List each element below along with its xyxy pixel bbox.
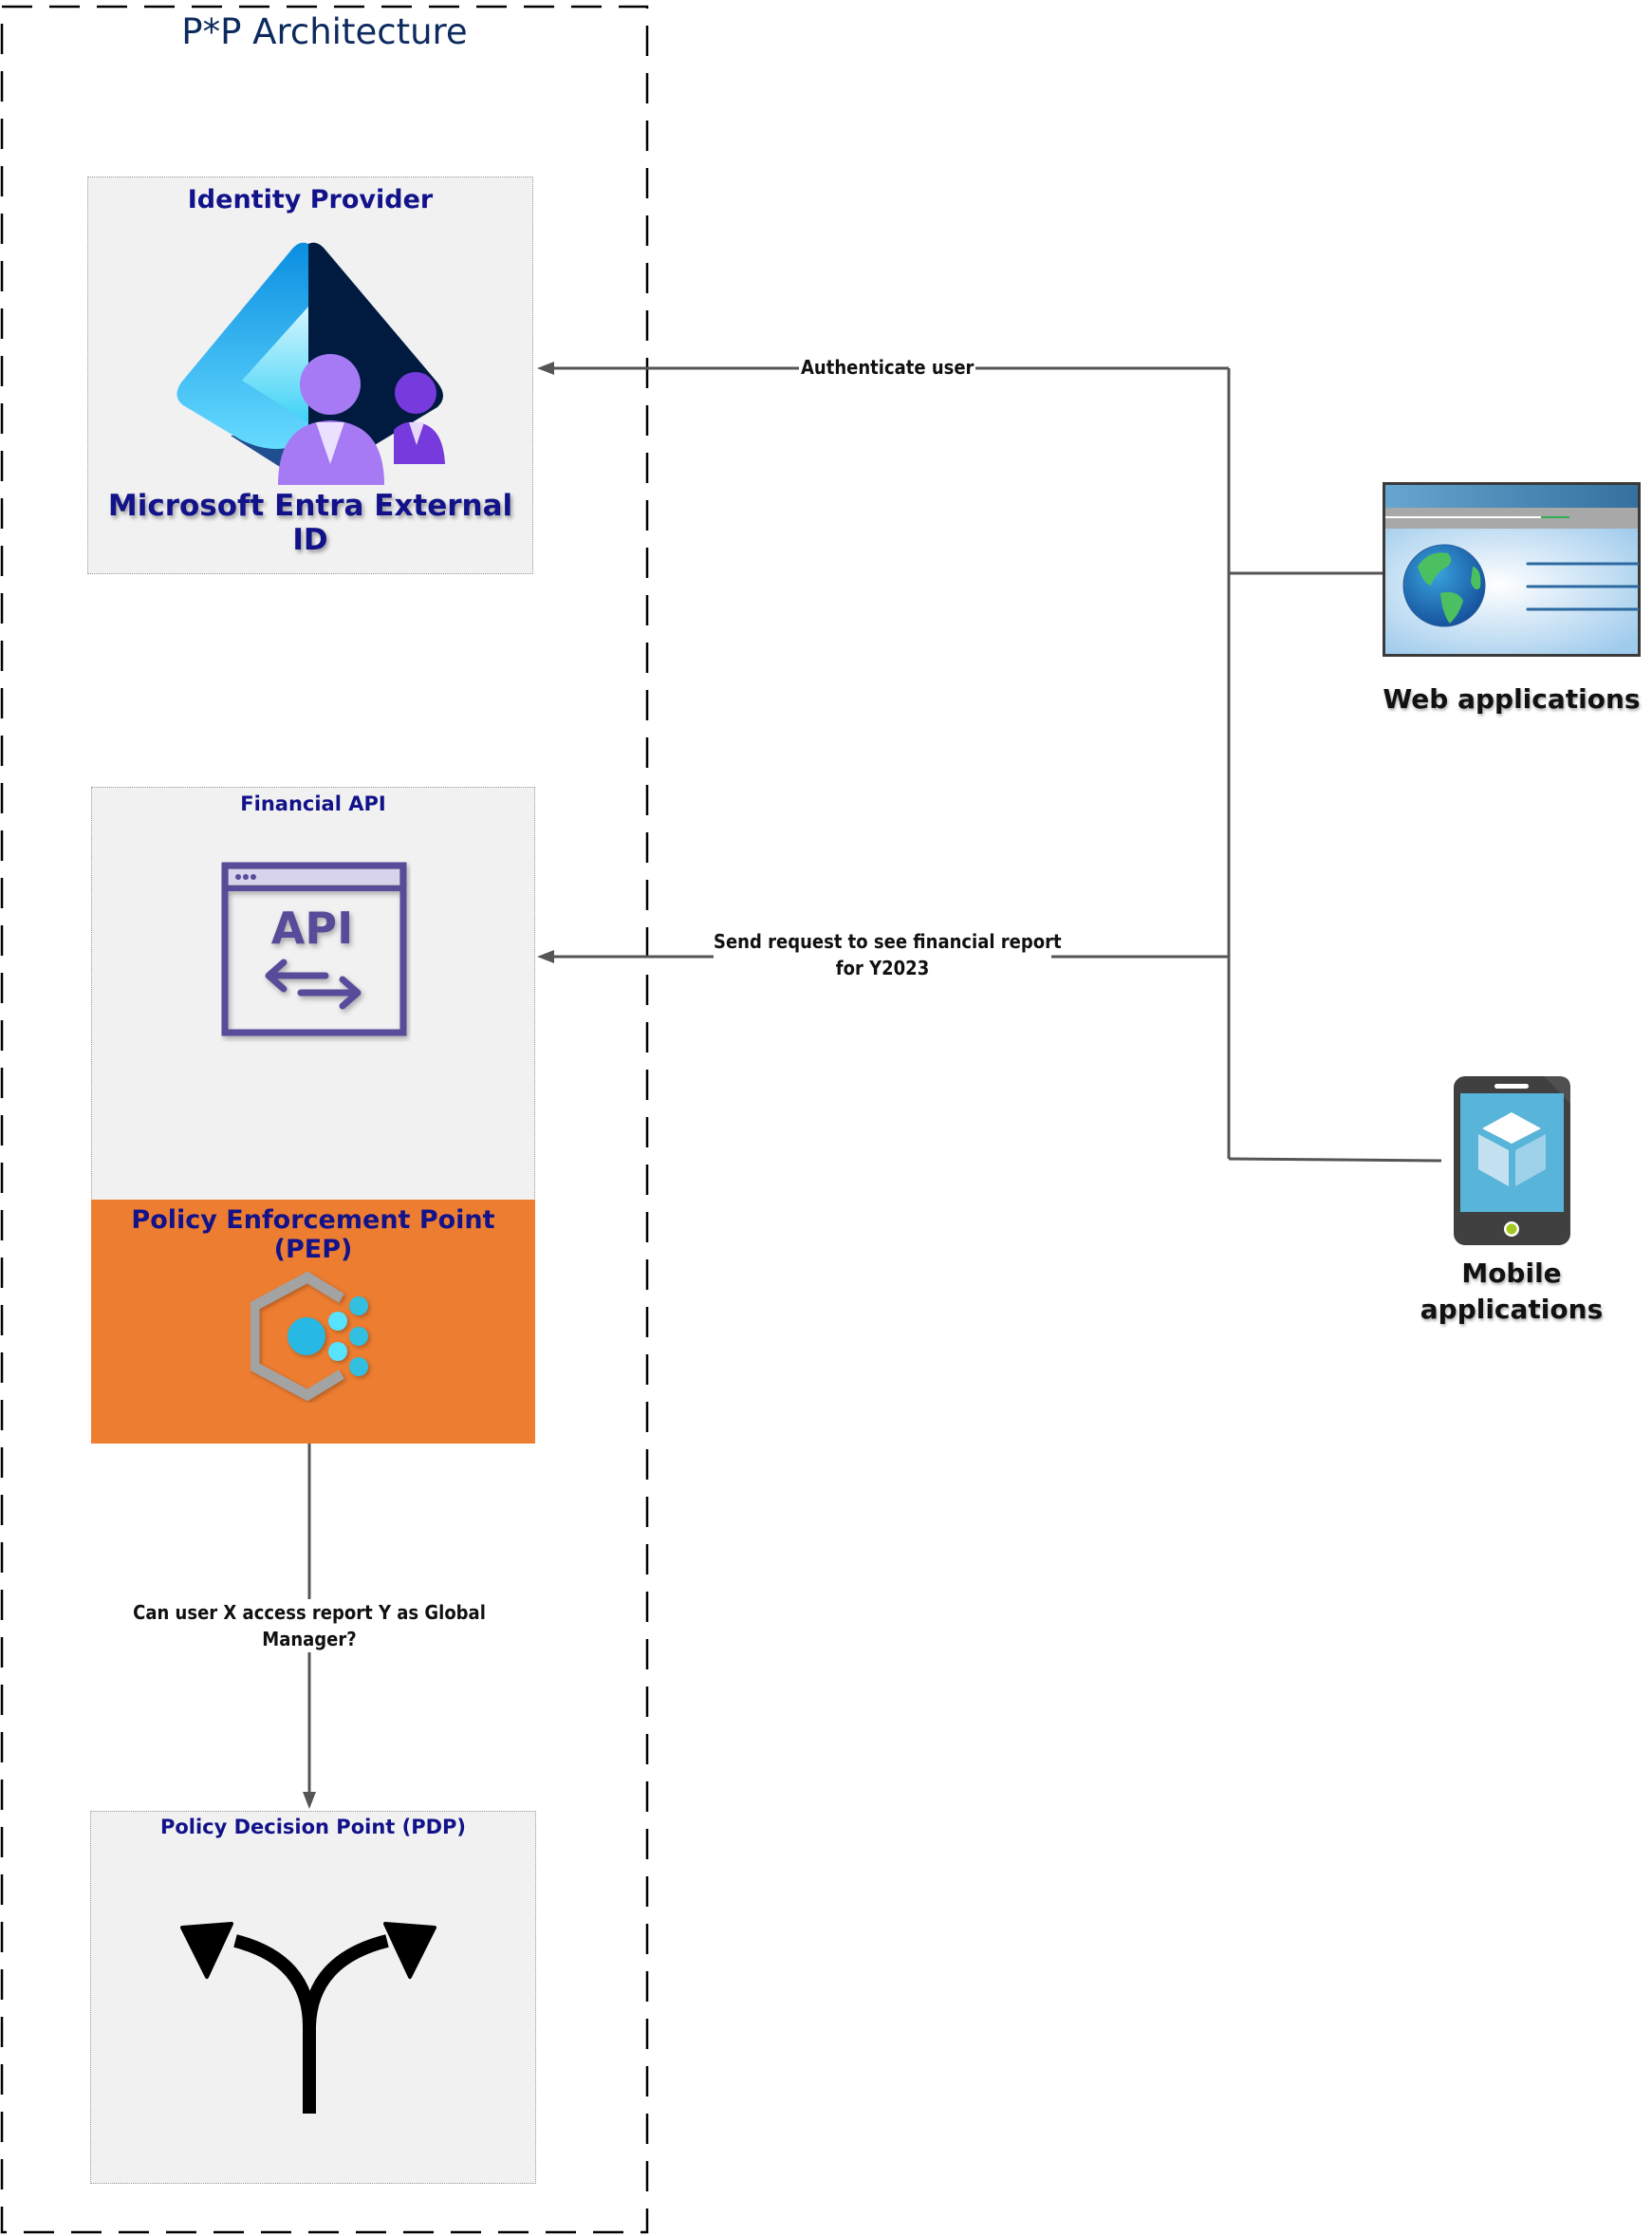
mobile-applications-node[interactable] xyxy=(1453,1075,1571,1246)
authorize-query-edge-label: Can user X access report Y as Global Man… xyxy=(133,1599,486,1652)
authorize-query-label-line2: Manager? xyxy=(262,1628,357,1650)
authorize-query-label-line1: Can user X access report Y as Global xyxy=(133,1601,486,1624)
fork-arrows-icon xyxy=(180,1922,436,2114)
authenticate-edge-label: Authenticate user xyxy=(799,354,976,381)
pdp-title: Policy Decision Point (PDP) xyxy=(159,1816,467,1838)
send-request-label-line1: Send request to see financial report xyxy=(714,930,1062,953)
financial-api-title: Financial API xyxy=(240,792,386,815)
send-request-arrowhead xyxy=(537,950,554,963)
web-browser-globe-icon xyxy=(1383,482,1641,657)
authenticate-arrowhead xyxy=(537,362,554,375)
pdp-node[interactable]: Policy Decision Point (PDP) xyxy=(90,1811,536,2184)
identity-provider-node[interactable]: Identity Provider Microsoft Entra Extern… xyxy=(87,177,533,574)
policy-hexagon-icon xyxy=(251,1271,368,1402)
mobile-applications-label-line2: applications xyxy=(1420,1294,1604,1325)
identity-provider-product: Microsoft Entra External ID xyxy=(107,489,513,557)
mobile-applications-label: Mobile applications xyxy=(1395,1256,1628,1328)
web-applications-label: Web applications xyxy=(1383,683,1641,715)
api-icon-text: API xyxy=(271,903,353,954)
api-window-icon: API xyxy=(221,862,407,1036)
mobile-app-connector xyxy=(1228,1157,1442,1163)
financial-api-node[interactable]: Financial API API xyxy=(91,787,535,1201)
authorize-query-arrowhead xyxy=(303,1792,316,1809)
architecture-boundary xyxy=(0,5,649,2234)
diagram-title: P*P Architecture xyxy=(181,11,468,52)
pep-title: Policy Enforcement Point (PEP) xyxy=(131,1205,495,1264)
identity-provider-title: Identity Provider xyxy=(187,185,434,214)
send-request-edge-label: Send request to see financial report for… xyxy=(714,928,1062,981)
pep-node[interactable]: Policy Enforcement Point (PEP) xyxy=(91,1200,535,1444)
send-request-label-line2: for Y2023 xyxy=(835,957,930,979)
web-applications-node[interactable] xyxy=(1382,481,1642,658)
mobile-applications-label-line1: Mobile xyxy=(1461,1258,1562,1289)
mobile-phone-cube-icon xyxy=(1454,1076,1570,1245)
entra-external-id-icon xyxy=(176,242,445,485)
